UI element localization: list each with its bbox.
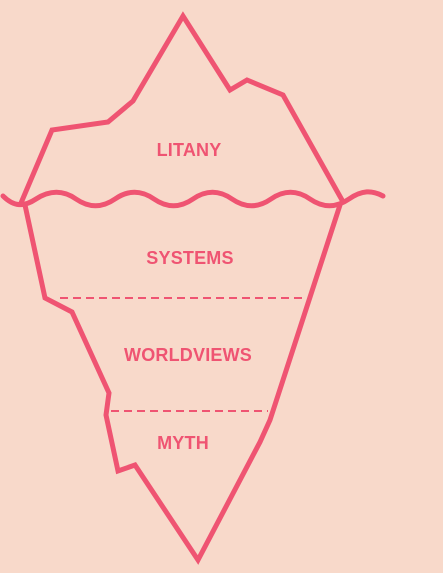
layer-label-systems: SYSTEMS [146, 249, 233, 267]
layer-label-myth: MYTH [157, 434, 209, 452]
layer-label-worldviews: WORLDVIEWS [124, 346, 252, 364]
layer-label-litany: LITANY [157, 141, 222, 159]
iceberg-tip-outline [21, 16, 342, 203]
waterline-wave [3, 192, 383, 206]
